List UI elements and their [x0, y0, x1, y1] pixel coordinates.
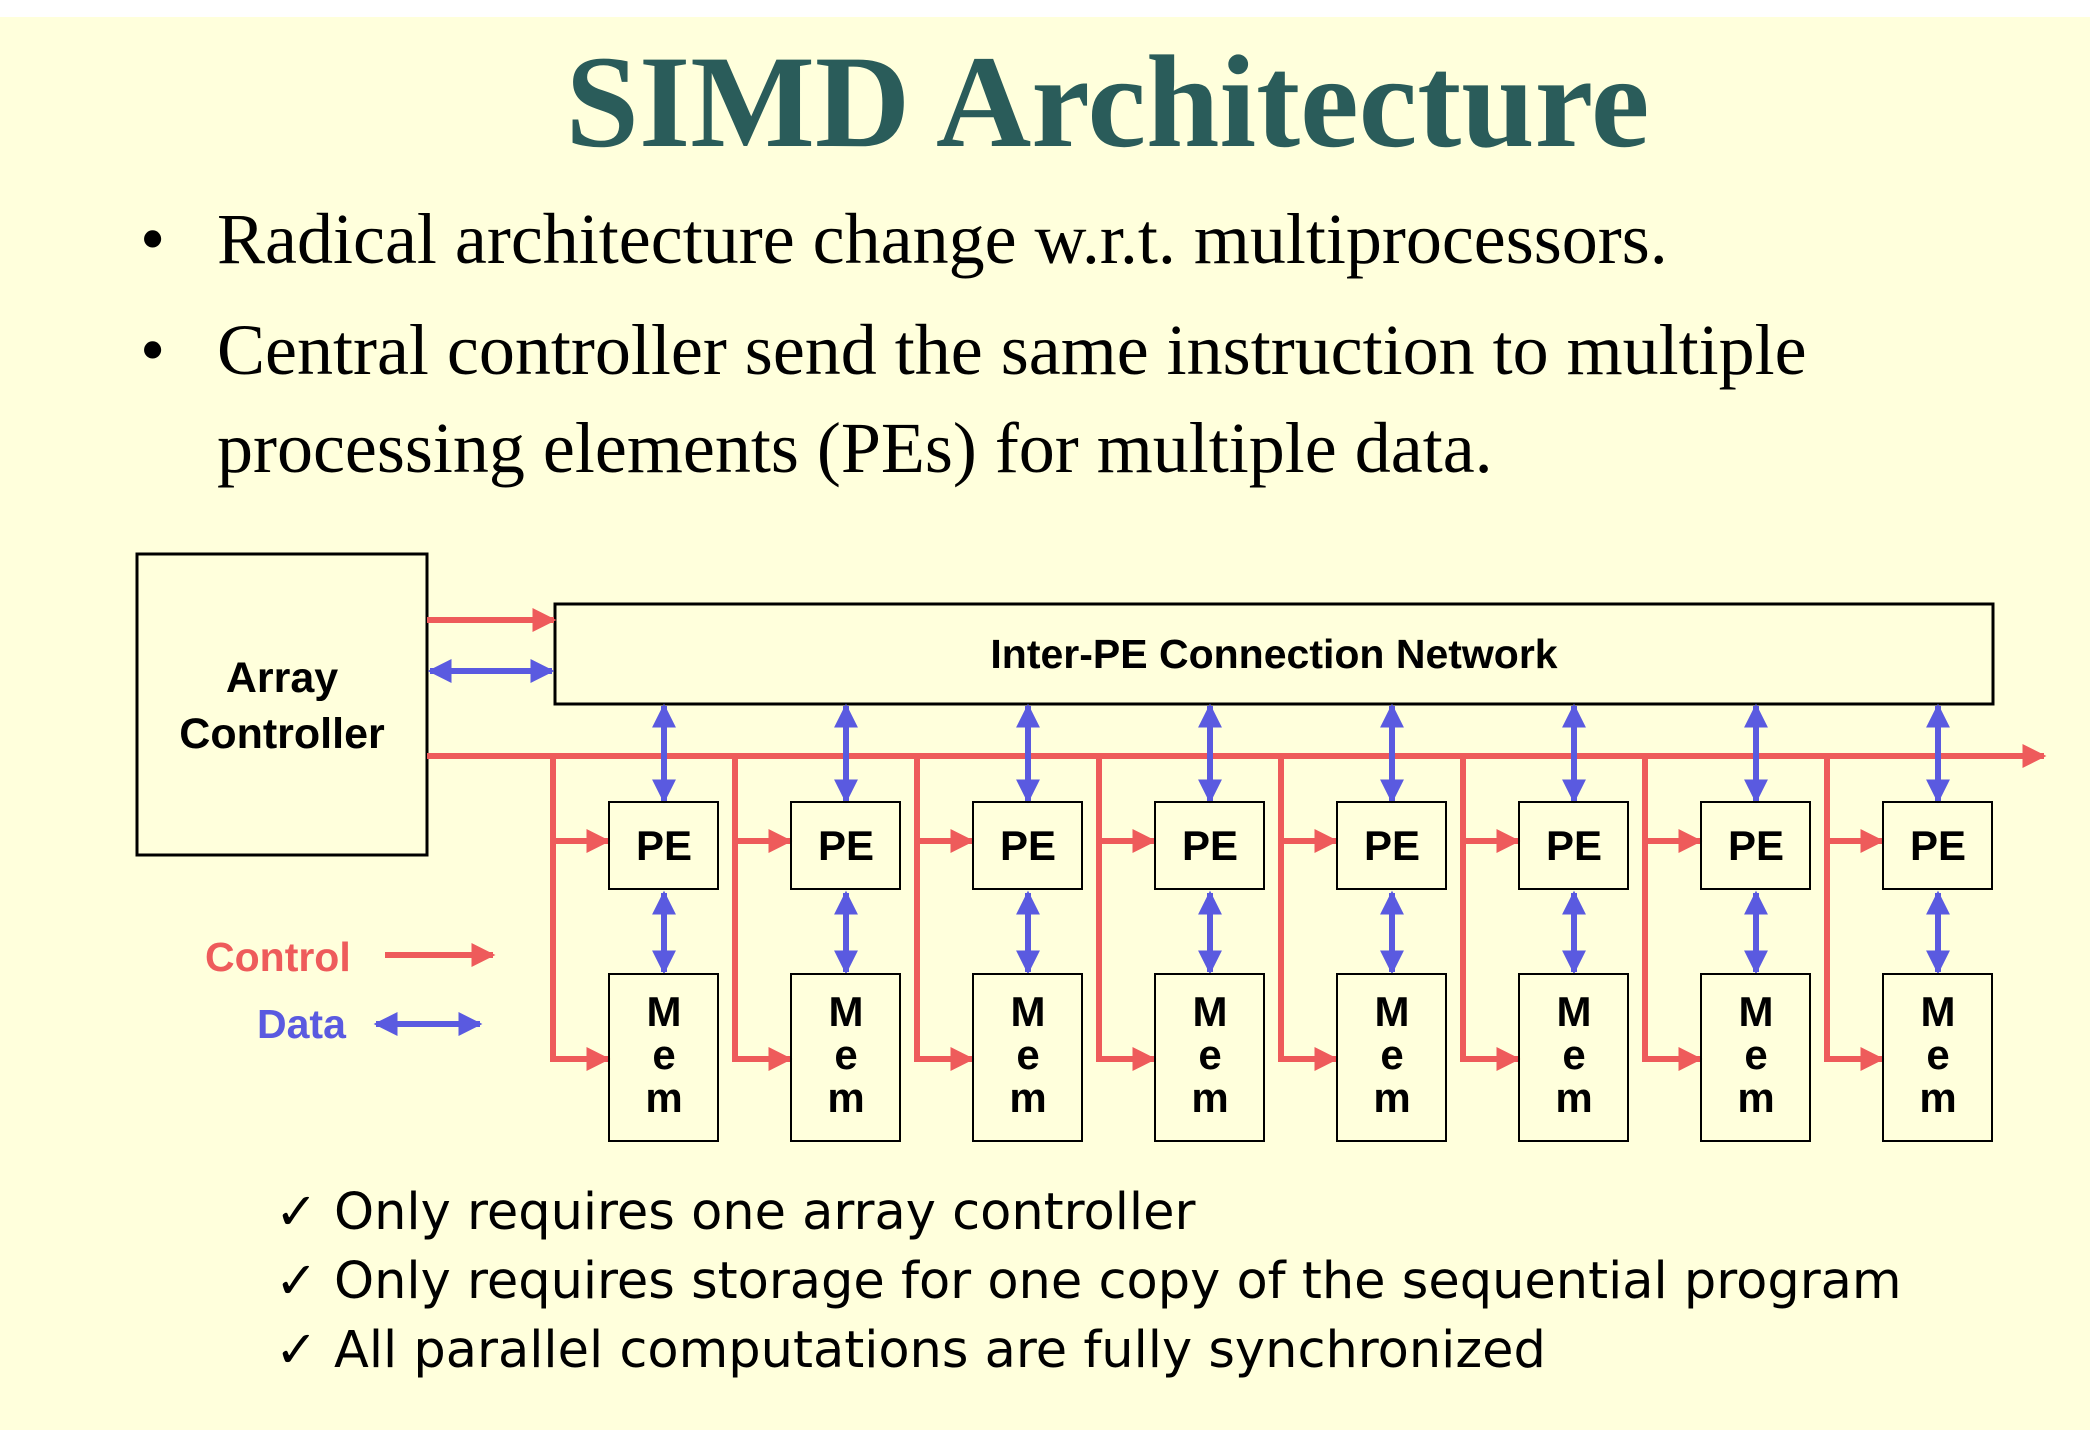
mem-letter: m [1191, 1074, 1228, 1121]
mem-letter: m [1737, 1074, 1774, 1121]
mem-letter: M [1739, 988, 1774, 1035]
mem-letter: M [647, 988, 682, 1035]
pe-column-5: PE Mem [1278, 703, 1447, 1142]
mem-letter: M [1375, 988, 1410, 1035]
mem-letter: m [1009, 1074, 1046, 1121]
bullet-dot: • [140, 199, 166, 279]
mem-letter: M [1011, 988, 1046, 1035]
mem-letter: e [1016, 1031, 1039, 1078]
check-item-3: ✓ All parallel computations are fully sy… [275, 1321, 1546, 1380]
mem-letter: e [834, 1031, 857, 1078]
mem-box: Mem [1882, 973, 1993, 1142]
pe-label: PE [1728, 822, 1784, 869]
legend: Control Data [205, 934, 496, 1047]
mem-box: Mem [972, 973, 1083, 1142]
pe-column-8: PE Mem [1824, 703, 1993, 1142]
bullet-text: Central controller send the same instruc… [217, 310, 1807, 390]
mem-letter: m [645, 1074, 682, 1121]
inter-pe-network-box: Inter-PE Connection Network [553, 602, 1995, 706]
pe-box: PE [1882, 801, 1993, 890]
slide-title: SIMD Architecture [565, 28, 1650, 175]
mem-box: Mem [1700, 973, 1811, 1142]
mem-letter: m [1373, 1074, 1410, 1121]
mem-letter: e [1744, 1031, 1767, 1078]
mem-box: Mem [1154, 973, 1265, 1142]
array-controller-label-line1: Array [226, 654, 338, 702]
pe-label: PE [636, 822, 692, 869]
mem-box: Mem [608, 973, 719, 1142]
pe-column-3: PE Mem [914, 703, 1083, 1142]
mem-box: Mem [1336, 973, 1447, 1142]
pe-label: PE [1000, 822, 1056, 869]
mem-letter: M [1921, 988, 1956, 1035]
array-controller-box: Array Controller [135, 552, 429, 857]
mem-box: Mem [1518, 973, 1629, 1142]
pe-box: PE [1154, 801, 1265, 890]
pe-label: PE [1182, 822, 1238, 869]
mem-letter: e [1198, 1031, 1221, 1078]
mem-letter: e [1380, 1031, 1403, 1078]
mem-box: Mem [790, 973, 901, 1142]
pe-column-1: PE Mem [550, 703, 719, 1142]
network-label: Inter-PE Connection Network [990, 631, 1557, 677]
bullet-text: processing elements (PEs) for multiple d… [217, 408, 1493, 488]
pe-label: PE [1364, 822, 1420, 869]
pe-box: PE [972, 801, 1083, 890]
mem-letter: e [1562, 1031, 1585, 1078]
mem-letter: M [829, 988, 864, 1035]
pe-label: PE [1546, 822, 1602, 869]
mem-letter: M [1193, 988, 1228, 1035]
pe-box: PE [608, 801, 719, 890]
check-item-2: ✓ Only requires storage for one copy of … [275, 1252, 1902, 1311]
pe-column-2: PE Mem [732, 703, 901, 1142]
slide-background [0, 17, 2090, 1430]
mem-letter: e [1926, 1031, 1949, 1078]
pe-label: PE [818, 822, 874, 869]
mem-letter: m [1555, 1074, 1592, 1121]
mem-letter: M [1557, 988, 1592, 1035]
pe-box: PE [1700, 801, 1811, 890]
mem-letter: m [827, 1074, 864, 1121]
pe-box: PE [1336, 801, 1447, 890]
bullet-dot: • [140, 310, 166, 390]
check-list: ✓ Only requires one array controller ✓ O… [275, 1178, 1902, 1385]
bullet-text: Radical architecture change w.r.t. multi… [217, 199, 1668, 279]
pe-box: PE [790, 801, 901, 890]
check-item-1: ✓ Only requires one array controller [275, 1183, 1196, 1242]
mem-letter: m [1919, 1074, 1956, 1121]
pe-column-4: PE Mem [1096, 703, 1265, 1142]
pe-column-6: PE Mem [1460, 703, 1629, 1142]
pe-box: PE [1518, 801, 1629, 890]
mem-letter: e [652, 1031, 675, 1078]
legend-data-label: Data [257, 1001, 347, 1047]
legend-control-label: Control [205, 934, 351, 980]
pe-column-7: PE Mem [1642, 703, 1811, 1142]
pe-label: PE [1910, 822, 1966, 869]
array-controller-label-line2: Controller [179, 710, 385, 758]
